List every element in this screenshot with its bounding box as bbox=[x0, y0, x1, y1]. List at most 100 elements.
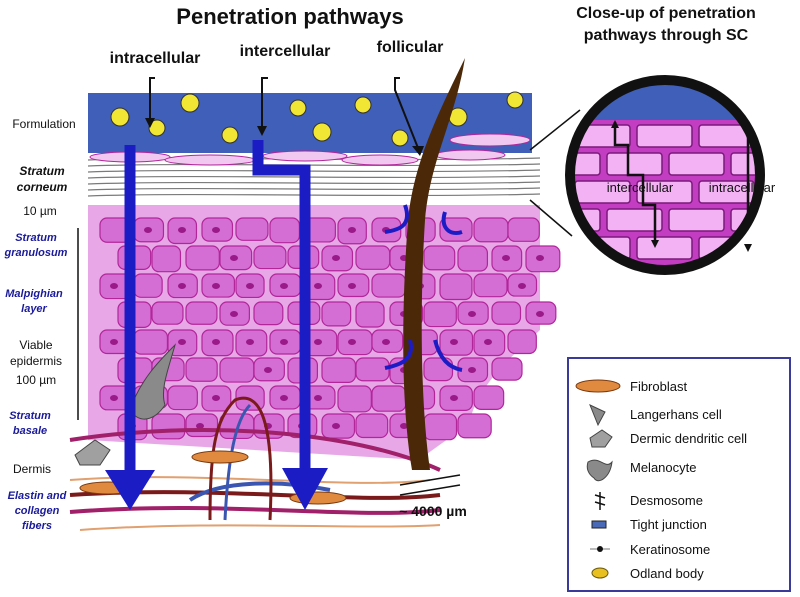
cell-nucleus bbox=[332, 423, 340, 429]
closeup-corneocyte bbox=[668, 208, 725, 232]
cell bbox=[371, 273, 406, 298]
closeup-corneocyte bbox=[636, 180, 693, 204]
cell bbox=[423, 413, 458, 441]
follicular-arrows bbox=[384, 204, 463, 372]
cell bbox=[219, 357, 255, 383]
cell bbox=[355, 413, 389, 439]
cell bbox=[423, 245, 456, 271]
cell-nucleus bbox=[212, 339, 220, 345]
closeup-corneocyte bbox=[606, 208, 663, 232]
cell bbox=[473, 273, 508, 298]
intercellular-arrow bbox=[252, 140, 311, 470]
cell-nucleus bbox=[314, 283, 322, 289]
intracellular-arrow-head bbox=[105, 470, 155, 510]
closeup-corneocyte bbox=[636, 236, 693, 260]
cell bbox=[253, 245, 287, 270]
legend-dendritic: Dermic dendritic cell bbox=[630, 431, 747, 446]
cell bbox=[185, 245, 220, 271]
label-follicular: follicular bbox=[377, 39, 444, 56]
closeup-connector-top bbox=[529, 109, 581, 151]
label-follicle-depth: ~ 4000 µm bbox=[399, 503, 467, 519]
cell-nucleus bbox=[230, 311, 238, 317]
melanocyte-symbol bbox=[586, 459, 613, 482]
cell-nucleus bbox=[144, 227, 152, 233]
cell bbox=[439, 273, 473, 301]
cell bbox=[133, 273, 163, 298]
cell-nucleus bbox=[280, 339, 288, 345]
cell bbox=[337, 385, 372, 413]
dendritic-cell bbox=[74, 439, 111, 466]
closeup-label-intercellular: intercellular bbox=[607, 180, 674, 195]
hair-shaft bbox=[403, 58, 465, 470]
cell-nucleus bbox=[246, 283, 254, 289]
cell-nucleus bbox=[450, 339, 458, 345]
cell bbox=[167, 385, 198, 411]
cell-nucleus bbox=[230, 255, 238, 261]
formulation-droplets bbox=[110, 91, 524, 147]
cell bbox=[473, 217, 509, 243]
label-granulosum-1: Stratum bbox=[15, 232, 57, 244]
cell-nucleus bbox=[502, 255, 510, 261]
cell-nucleus bbox=[196, 423, 204, 429]
cell-nucleus bbox=[348, 283, 356, 289]
langerhans-symbol bbox=[589, 404, 606, 427]
legend-odland-body: Odland body bbox=[630, 566, 704, 581]
desmosome-symbol bbox=[594, 492, 606, 510]
cell bbox=[151, 301, 184, 325]
thickness-markers bbox=[77, 228, 461, 496]
fibroblast-symbol bbox=[575, 379, 621, 393]
label-granulosum-2: granulosum bbox=[4, 247, 68, 259]
label-basale-1: Stratum bbox=[9, 410, 51, 422]
label-viable-2: epidermis bbox=[10, 354, 62, 368]
legend-desmosome: Desmosome bbox=[630, 493, 703, 508]
label-malpighian-1: Malpighian bbox=[5, 288, 63, 300]
cell-nucleus bbox=[110, 395, 118, 401]
legend-labels: Fibroblast Langerhans cell Dermic dendri… bbox=[630, 379, 747, 581]
pathway-pointers bbox=[149, 77, 419, 149]
cell-nucleus bbox=[246, 339, 254, 345]
cell-nucleus bbox=[314, 395, 322, 401]
cell bbox=[151, 245, 182, 273]
cell bbox=[151, 413, 186, 440]
cell-nucleus bbox=[212, 283, 220, 289]
label-viable-thickness: 100 µm bbox=[16, 373, 56, 387]
label-fibers-1: Elastin and bbox=[8, 490, 67, 502]
cell bbox=[253, 301, 284, 326]
closeup-corneocyte bbox=[761, 125, 800, 147]
cell-nucleus bbox=[314, 339, 322, 345]
legend-melanocyte: Melanocyte bbox=[630, 460, 696, 475]
cell bbox=[321, 301, 352, 327]
cell-nucleus bbox=[264, 367, 272, 373]
cell-nucleus bbox=[348, 339, 356, 345]
dendritic-symbol bbox=[589, 429, 613, 448]
cell-nucleus bbox=[382, 339, 390, 345]
legend-symbols bbox=[575, 379, 621, 579]
label-corneum: corneum bbox=[17, 180, 68, 194]
tight-junction-symbol bbox=[591, 520, 607, 529]
label-dermis: Dermis bbox=[13, 462, 51, 476]
cell bbox=[507, 329, 537, 355]
closeup-label-intracellular: intracellular bbox=[709, 180, 776, 195]
cell-nucleus bbox=[348, 227, 356, 233]
label-basale-2: basale bbox=[13, 425, 47, 437]
closeup-title-line2: pathways through SC bbox=[584, 27, 749, 44]
cell bbox=[423, 301, 457, 328]
cell-nucleus bbox=[468, 311, 476, 317]
label-malpighian-2: layer bbox=[21, 303, 47, 315]
label-intercellular: intercellular bbox=[240, 43, 331, 60]
cell bbox=[321, 357, 357, 383]
cell bbox=[269, 217, 301, 244]
closeup-connector-bottom bbox=[529, 199, 573, 237]
cell-nucleus bbox=[212, 395, 220, 401]
closeup-corneocyte bbox=[606, 152, 663, 176]
cell-nucleus bbox=[178, 339, 186, 345]
cell-nucleus bbox=[280, 395, 288, 401]
cell bbox=[491, 301, 522, 325]
cell-nucleus bbox=[518, 283, 526, 289]
legend-fibroblast: Fibroblast bbox=[630, 379, 687, 394]
closeup-arrow-heads bbox=[611, 120, 752, 252]
cell bbox=[133, 329, 169, 355]
cell-nucleus bbox=[450, 395, 458, 401]
